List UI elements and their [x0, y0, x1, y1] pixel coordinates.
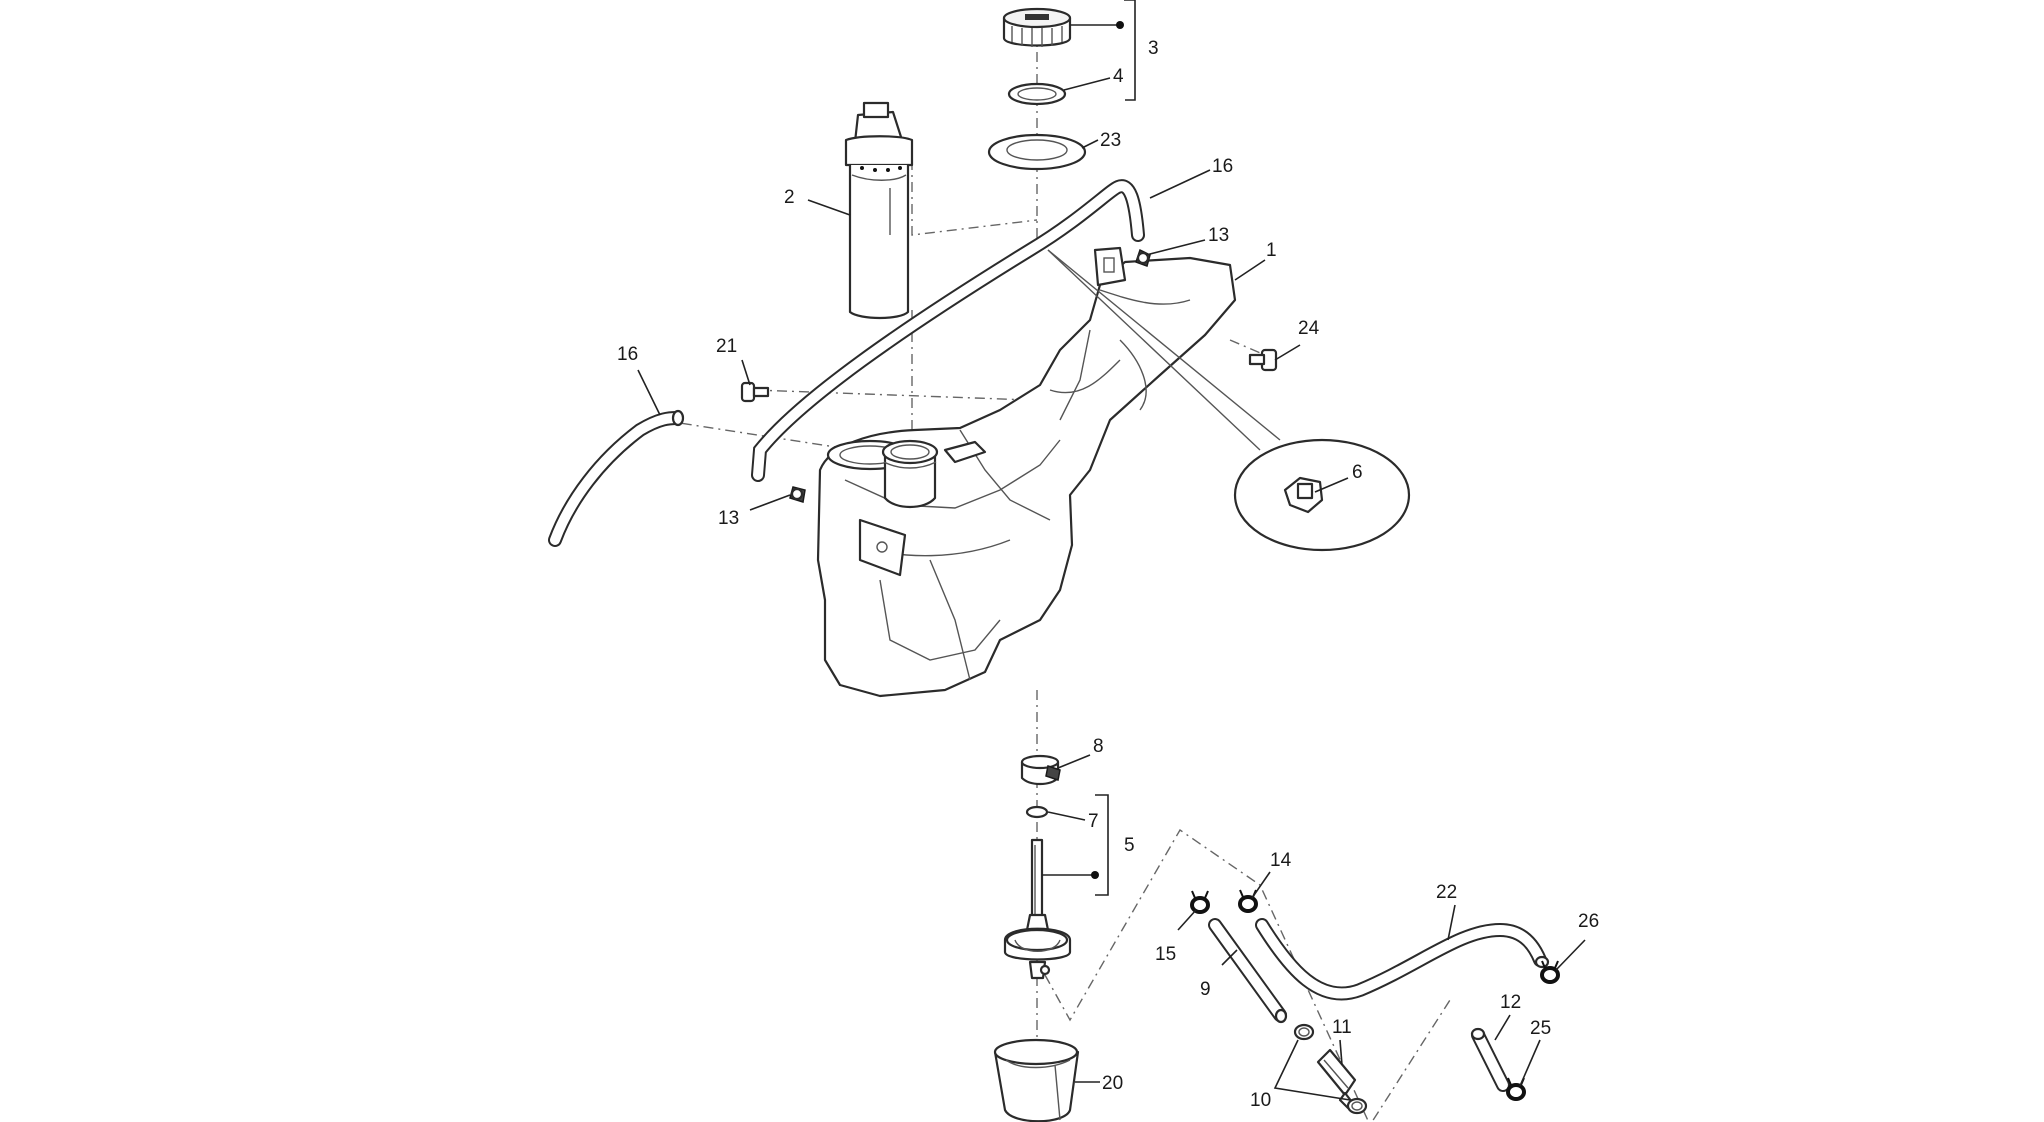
callout-9: 9: [1200, 979, 1211, 1000]
callout-2: 2: [784, 187, 795, 208]
callout-10: 10: [1250, 1090, 1271, 1111]
callout-20: 20: [1102, 1073, 1123, 1094]
filler-seal: [987, 133, 1087, 171]
cap-gasket: [1007, 82, 1067, 106]
fuel-tap: [1003, 838, 1072, 980]
callout-6: 6: [1352, 462, 1363, 483]
fuel-hose-22: [1255, 918, 1550, 1001]
callout-1: 1: [1266, 240, 1277, 261]
callout-23: 23: [1100, 130, 1121, 151]
callout-22: 22: [1436, 882, 1457, 903]
fuel-hose-12: [1470, 1027, 1510, 1092]
callout-14: 14: [1270, 850, 1292, 871]
callout-21: 21: [716, 336, 737, 357]
hose-clamp-13-lower: [789, 486, 806, 503]
callout-5: 5: [1124, 835, 1135, 856]
callout-4: 4: [1113, 66, 1124, 87]
callout-8: 8: [1093, 736, 1104, 757]
inline-fuel-filter: [1316, 1048, 1357, 1110]
callout-15: 15: [1155, 944, 1176, 965]
bolt-21: [740, 381, 770, 403]
fuel-tank: [816, 246, 1237, 698]
callout-16-upper: 16: [1212, 156, 1233, 177]
callout-labels: 3 4 23 2 16 13 1 24 21 16 13 6 8 7 5 14 …: [617, 38, 1599, 1111]
spring-clamp-26: [1540, 960, 1560, 984]
callout-12: 12: [1500, 992, 1521, 1013]
callout-3: 3: [1148, 38, 1159, 59]
breather-hose-left: [548, 409, 685, 547]
detail-view-6: [1047, 249, 1411, 552]
callout-25: 25: [1530, 1018, 1551, 1039]
hose-clamp-10-lower: [1346, 1097, 1368, 1115]
hose-clamp-8: [1020, 754, 1061, 786]
callout-13-upper: 13: [1208, 225, 1229, 246]
callout-13-lower: 13: [718, 508, 739, 529]
callout-7: 7: [1088, 811, 1099, 832]
fuel-level-sender: [844, 101, 914, 320]
bolt-24: [1248, 348, 1278, 372]
breather-hose-upper: [751, 179, 1145, 482]
leader-lines: [637, 0, 1586, 1101]
hose-clamp-13-upper: [1135, 248, 1151, 267]
callout-16-left: 16: [617, 344, 638, 365]
fuel-filter-cup: [993, 1038, 1080, 1122]
hose-clamp-10-upper: [1293, 1023, 1315, 1041]
o-ring-7: [1025, 805, 1049, 819]
callout-11: 11: [1332, 1017, 1352, 1038]
spring-clamp-15: [1190, 890, 1210, 914]
callout-24: 24: [1298, 318, 1320, 339]
fuel-cap: [1002, 7, 1072, 47]
fuel-hose-9: [1208, 918, 1288, 1024]
spring-clamp-14: [1238, 889, 1258, 913]
callout-26: 26: [1578, 911, 1599, 932]
